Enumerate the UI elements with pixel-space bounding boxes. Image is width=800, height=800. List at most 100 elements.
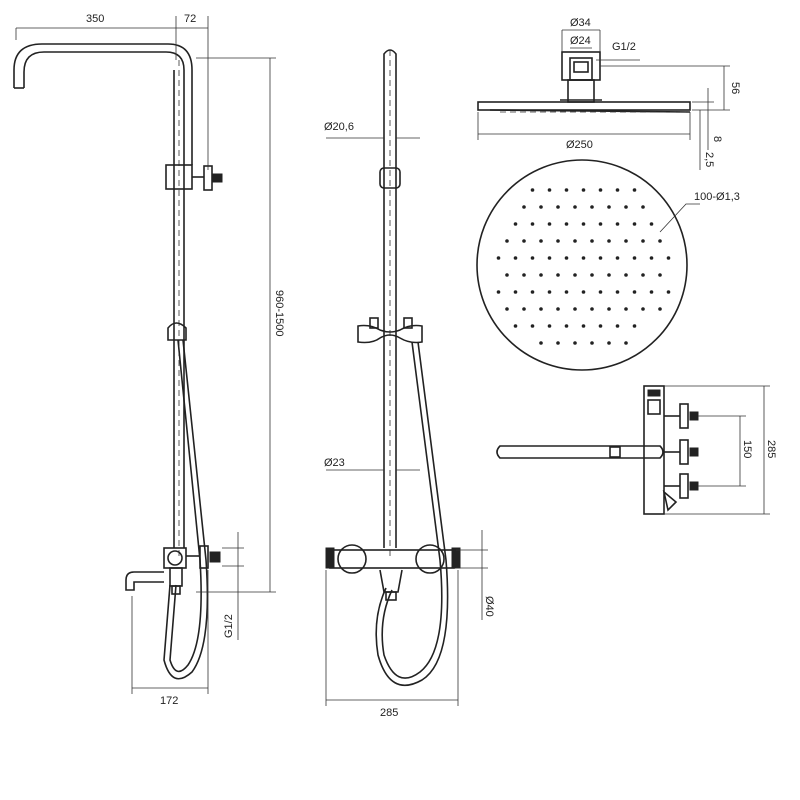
nozzle-hole: [598, 222, 603, 226]
nozzle-hole: [547, 222, 552, 226]
dim-height-range: 960-1500: [273, 290, 285, 337]
head-profile: Ø34 Ø24 G1/2 56 Ø250 8 2,5: [477, 17, 741, 170]
nozzle-hole: [581, 222, 586, 226]
nozzle-hole: [539, 205, 543, 209]
nozzle-hole: [522, 205, 526, 209]
head-plan-view: 100-Ø1,3: [476, 159, 740, 371]
nozzle-hole: [522, 273, 526, 277]
nozzle-hole: [658, 307, 662, 311]
nozzle-hole: [505, 307, 509, 311]
nozzle-hole: [624, 239, 628, 243]
nozzle-hole: [573, 239, 577, 243]
nozzle-hole: [522, 307, 526, 311]
nozzle-hole: [547, 290, 552, 294]
nozzle-hole: [590, 307, 594, 311]
nozzle-hole: [530, 188, 535, 192]
nozzle-hole: [590, 239, 594, 243]
nozzle-hole: [547, 256, 552, 260]
nozzle-hole: [573, 273, 577, 277]
nozzle-hole: [641, 205, 645, 209]
dim-mixer-diameter: Ø40: [483, 596, 495, 617]
dim-pipe-diameter-top: Ø20,6: [324, 121, 354, 133]
nozzle-hole: [632, 188, 637, 192]
nozzle-hole: [598, 256, 603, 260]
dim-arm-width: 350: [86, 13, 104, 25]
nozzle-hole: [581, 188, 586, 192]
nozzle-hole: [624, 341, 628, 345]
nozzle-hole: [607, 205, 611, 209]
nozzle-hole: [505, 273, 509, 277]
nozzle-hole: [522, 239, 526, 243]
nozzle-hole: [649, 222, 654, 226]
mixer-side-view: 150 285: [496, 385, 777, 515]
nozzle-hole: [581, 256, 586, 260]
nozzle-hole: [564, 222, 569, 226]
nozzle-hole: [513, 290, 518, 294]
nozzle-hole: [581, 290, 586, 294]
nozzle-hole: [547, 188, 552, 192]
nozzle-hole: [615, 222, 620, 226]
nozzle-hole: [556, 205, 560, 209]
dim-head-plate: 8: [711, 136, 723, 142]
nozzle-hole: [573, 307, 577, 311]
nozzle-pattern: [496, 188, 671, 345]
nozzle-hole: [598, 290, 603, 294]
nozzle-hole: [649, 290, 654, 294]
dim-head-diameter: Ø250: [566, 139, 593, 151]
nozzle-hole: [590, 341, 594, 345]
side-view-left: 350 72 960-1500 G1/2 172: [13, 13, 285, 707]
nozzle-hole: [564, 256, 569, 260]
nozzle-hole: [632, 290, 637, 294]
nozzle-hole: [607, 307, 611, 311]
nozzle-hole: [539, 307, 543, 311]
nozzle-hole: [581, 324, 586, 328]
nozzle-hole: [547, 324, 552, 328]
nozzle-hole: [641, 273, 645, 277]
nozzle-hole: [590, 205, 594, 209]
nozzle-hole: [530, 290, 535, 294]
nozzle-hole: [658, 273, 662, 277]
nozzle-hole: [658, 239, 662, 243]
nozzle-hole: [641, 307, 645, 311]
nozzle-hole: [632, 222, 637, 226]
nozzle-hole: [573, 205, 577, 209]
dim-head-connector-inner: Ø24: [570, 35, 591, 47]
nozzle-hole: [641, 239, 645, 243]
nozzle-hole: [666, 256, 671, 260]
nozzle-hole: [615, 324, 620, 328]
dim-nozzle-spec: 100-Ø1,3: [694, 191, 740, 203]
nozzle-hole: [564, 188, 569, 192]
dim-inlet-thread-left: G1/2: [223, 614, 235, 638]
dim-head-thread: G1/2: [612, 41, 636, 53]
nozzle-hole: [624, 307, 628, 311]
nozzle-hole: [530, 222, 535, 226]
nozzle-hole: [496, 290, 501, 294]
nozzle-hole: [556, 273, 560, 277]
nozzle-hole: [530, 256, 535, 260]
nozzle-hole: [598, 188, 603, 192]
dim-head-height: 56: [729, 82, 741, 94]
nozzle-hole: [539, 239, 543, 243]
nozzle-hole: [530, 324, 535, 328]
nozzle-hole: [615, 290, 620, 294]
nozzle-hole: [539, 273, 543, 277]
nozzle-hole: [624, 205, 628, 209]
nozzle-hole: [513, 324, 518, 328]
dim-head-gap: 2,5: [703, 152, 715, 167]
nozzle-hole: [513, 256, 518, 260]
nozzle-hole: [632, 324, 637, 328]
dim-base-width: 172: [160, 695, 178, 707]
dim-head-connector-outer: Ø34: [570, 17, 591, 29]
nozzle-hole: [632, 256, 637, 260]
nozzle-hole: [539, 341, 543, 345]
dim-mixer-height: 285: [765, 440, 777, 458]
nozzle-hole: [556, 307, 560, 311]
nozzle-hole: [607, 273, 611, 277]
dim-inlet-spacing: 150: [741, 440, 753, 458]
nozzle-hole: [666, 290, 671, 294]
nozzle-hole: [615, 256, 620, 260]
nozzle-hole: [505, 239, 509, 243]
nozzle-hole: [513, 222, 518, 226]
front-view: Ø20,6 Ø23 Ø40 285: [324, 49, 495, 719]
